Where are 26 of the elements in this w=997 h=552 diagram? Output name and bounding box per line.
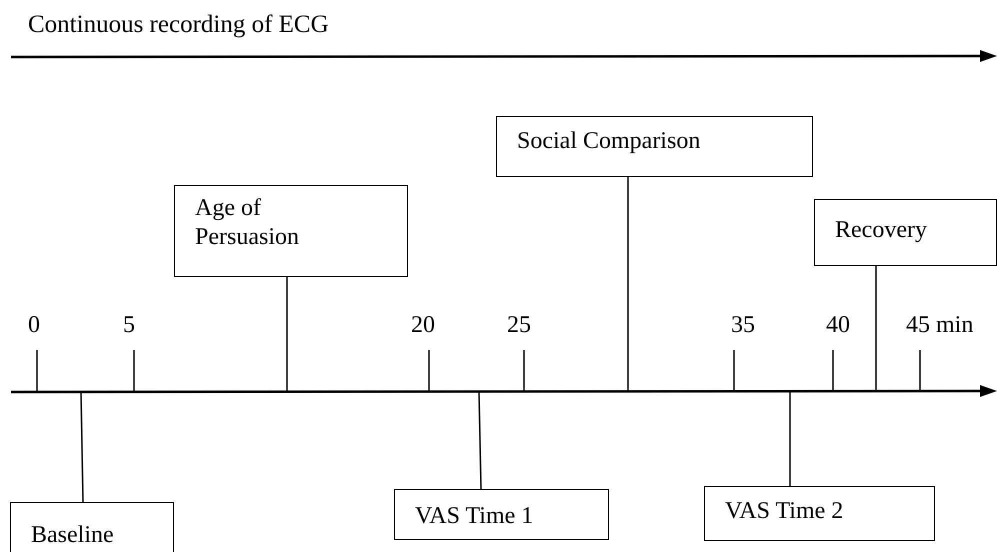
event-box bbox=[394, 489, 609, 540]
tick-label: 25 bbox=[507, 313, 531, 337]
heading-label: Continuous recording of ECG bbox=[28, 12, 329, 37]
event-label: Recovery bbox=[835, 216, 927, 245]
leader-line bbox=[286, 277, 288, 392]
event-label: VAS Time 2 bbox=[725, 497, 844, 526]
tick-label: 45 min bbox=[906, 313, 974, 337]
event-label: VAS Time 1 bbox=[415, 502, 534, 531]
leader-line bbox=[789, 392, 791, 486]
event-box bbox=[496, 116, 813, 177]
tick-label: 20 bbox=[411, 313, 435, 337]
event-box bbox=[814, 199, 997, 266]
event-box bbox=[10, 502, 174, 552]
tick-label: 35 bbox=[731, 313, 755, 337]
event-label: Baseline bbox=[31, 521, 114, 550]
event-box bbox=[704, 486, 935, 541]
leader-line bbox=[627, 177, 629, 392]
leader-line bbox=[875, 266, 877, 392]
event-box bbox=[174, 185, 408, 277]
leader-line bbox=[80, 392, 84, 502]
tick-label: 5 bbox=[123, 313, 135, 337]
event-label: Social Comparison bbox=[517, 127, 700, 156]
leader-line bbox=[478, 392, 482, 490]
event-label: Age of Persuasion bbox=[195, 194, 300, 252]
tick-label: 40 bbox=[826, 313, 850, 337]
tick-label: 0 bbox=[28, 313, 40, 337]
